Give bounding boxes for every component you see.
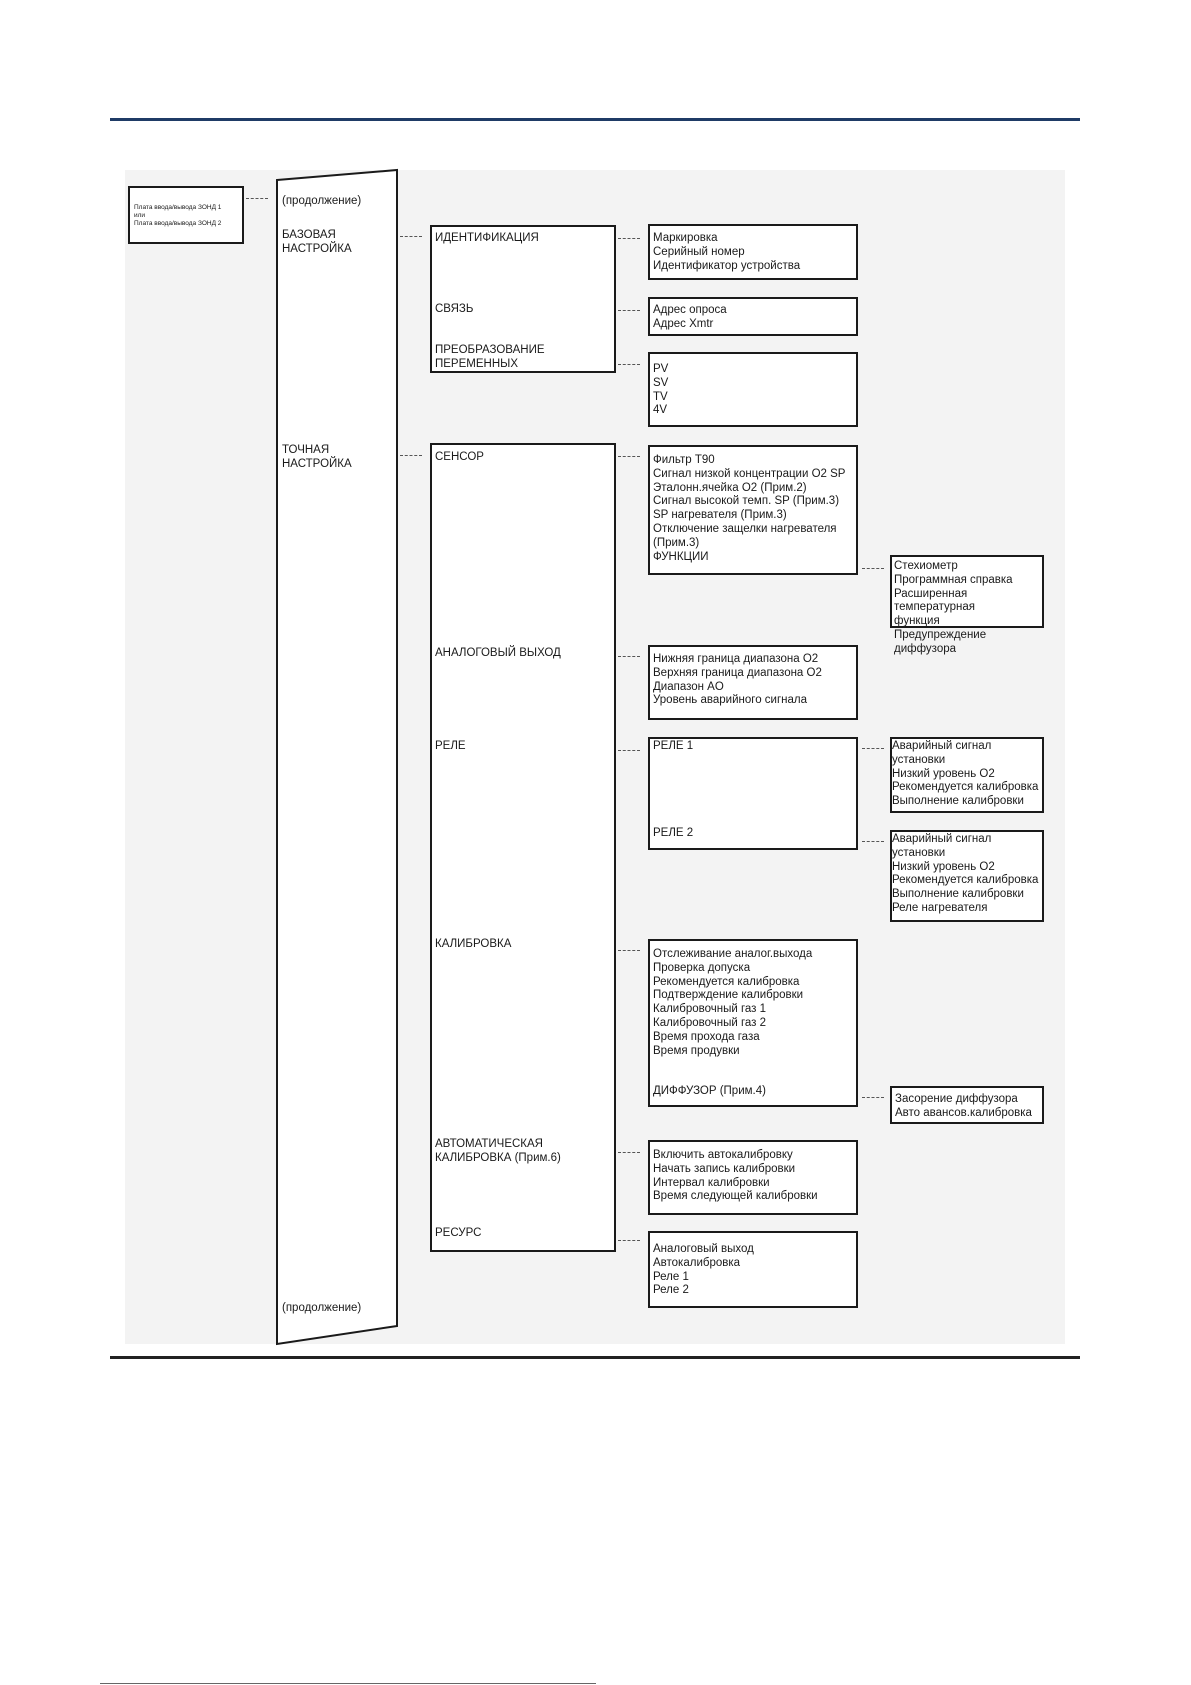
connector-sensor [618, 456, 640, 457]
auto-calibration-label: АВТОМАТИЧЕСКАЯ КАЛИБРОВКА (Прим.6) [435, 1138, 561, 1164]
connector-diffuser [862, 1097, 884, 1098]
auto-calibration-box: Включить автокалибровку Начать запись ка… [648, 1140, 858, 1215]
relay-box: РЕЛЕ 1 РЕЛЕ 2 [648, 737, 858, 850]
connector-auto-calibration [618, 1152, 640, 1153]
relay-1-label: РЕЛЕ 1 [653, 740, 694, 752]
connector-calibration [618, 950, 640, 951]
relay-1-items: Аварийный сигнал установки Низкий уровен… [892, 740, 1039, 808]
footer-rule [110, 1356, 1080, 1359]
continuation-top: (продолжение) [282, 195, 362, 207]
identification-box: Маркировка Серийный номер Идентификатор … [648, 224, 858, 280]
identification-label: ИДЕНТИФИКАЦИЯ [435, 232, 539, 244]
relay-2-box: Аварийный сигнал установки Низкий уровен… [890, 830, 1044, 922]
fine-setup-label: ТОЧНАЯ НАСТРОЙКА [282, 444, 352, 470]
connector-communication [618, 310, 640, 311]
connector-variable-mapping [618, 364, 640, 365]
basic-setup-label: БАЗОВАЯ НАСТРОЙКА [282, 229, 352, 255]
connector-relay-1 [862, 748, 884, 749]
identification-items: Маркировка Серийный номер Идентификатор … [653, 232, 801, 272]
auto-calibration-items: Включить автокалибровку Начать запись ка… [653, 1149, 818, 1203]
sensor-box: Фильтр T90 Сигнал низкой концентрации O2… [648, 445, 858, 575]
resource-items: Аналоговый выход Автокалибровка Реле 1 Р… [653, 1243, 754, 1297]
functions-items: Стехиометр Программная справка Расширенн… [894, 560, 1013, 655]
calibration-box: Отслеживание аналог.выхода Проверка допу… [648, 939, 858, 1107]
relay-1-box: Аварийный сигнал установки Низкий уровен… [890, 737, 1044, 813]
connector-basic [400, 236, 422, 237]
connector-relay-2 [862, 841, 884, 842]
relay-2-items: Аварийный сигнал установки Низкий уровен… [892, 833, 1039, 914]
menu-column-shape [276, 168, 398, 1346]
connector-identification [618, 238, 640, 239]
analog-output-items: Нижняя граница диапазона O2 Верхняя гран… [653, 653, 822, 707]
sensor-label: СЕНСОР [435, 451, 484, 463]
connector-resource [618, 1240, 640, 1241]
relay-label: РЕЛЕ [435, 740, 466, 752]
variable-mapping-label: ПРЕОБРАЗОВАНИЕ ПЕРЕМЕННЫХ [435, 344, 545, 370]
diffuser-items: Засорение диффузора Авто авансов.калибро… [895, 1093, 1032, 1119]
connector-fine [400, 455, 422, 456]
communication-items: Адрес опроса Адрес Xmtr [653, 304, 727, 330]
continuation-bottom: (продолжение) [282, 1302, 362, 1314]
variable-mapping-box: PV SV TV 4V [648, 352, 858, 427]
header-rule [110, 118, 1080, 121]
source-label: Плата ввода/вывода ЗОНД 1 или Плата ввод… [134, 204, 222, 227]
connector-source [246, 198, 268, 199]
connector-relay [618, 750, 640, 751]
sensor-items: Фильтр T90 Сигнал низкой концентрации O2… [653, 454, 846, 563]
resource-label: РЕСУРС [435, 1227, 482, 1239]
calibration-items: Отслеживание аналог.выхода Проверка допу… [653, 948, 813, 1057]
functions-box: Стехиометр Программная справка Расширенн… [890, 555, 1044, 655]
communication-label: СВЯЗЬ [435, 303, 474, 315]
diffuser-label: ДИФФУЗОР (Прим.4) [653, 1085, 766, 1097]
relay-2-label: РЕЛЕ 2 [653, 827, 694, 839]
calibration-label: КАЛИБРОВКА [435, 938, 512, 950]
fine-group-box: СЕНСОР АНАЛОГОВЫЙ ВЫХОД РЕЛЕ КАЛИБРОВКА … [430, 443, 616, 1252]
variable-mapping-items: PV SV TV 4V [653, 363, 669, 417]
diffuser-box: Засорение диффузора Авто авансов.калибро… [890, 1086, 1044, 1124]
connector-analog-output [618, 656, 640, 657]
communication-box: Адрес опроса Адрес Xmtr [648, 297, 858, 336]
connector-functions [862, 568, 884, 569]
analog-output-label: АНАЛОГОВЫЙ ВЫХОД [435, 647, 561, 659]
resource-box: Аналоговый выход Автокалибровка Реле 1 Р… [648, 1231, 858, 1308]
page-bottom-rule [100, 1683, 596, 1684]
basic-group-box: ИДЕНТИФИКАЦИЯ СВЯЗЬ ПРЕОБРАЗОВАНИЕ ПЕРЕМ… [430, 225, 616, 373]
analog-output-box: Нижняя граница диапазона O2 Верхняя гран… [648, 645, 858, 720]
source-box: Плата ввода/вывода ЗОНД 1 или Плата ввод… [128, 186, 244, 244]
